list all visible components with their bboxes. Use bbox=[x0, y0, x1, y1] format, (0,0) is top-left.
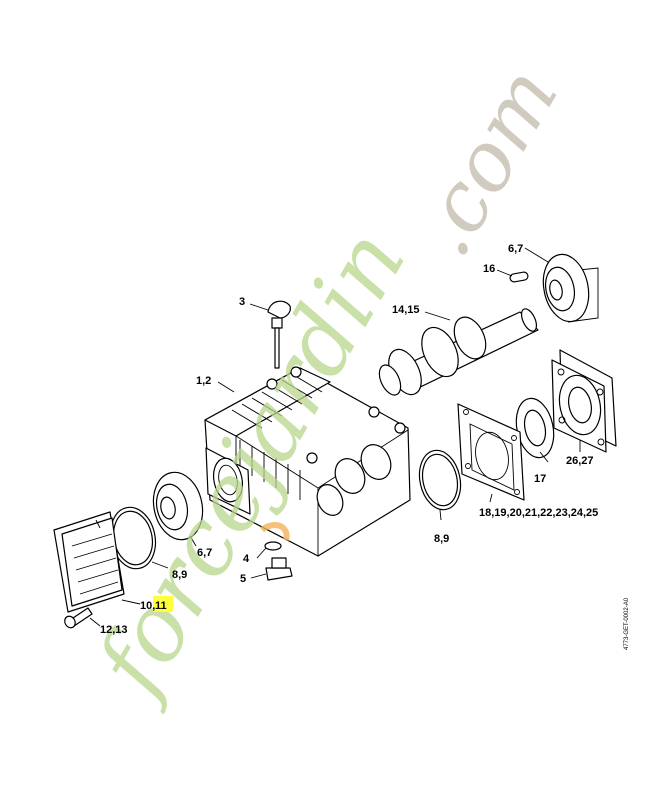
crankshaft-part bbox=[378, 308, 539, 396]
watermark: forcejardin .com bbox=[73, 52, 576, 716]
label-12-13: 12,13 bbox=[100, 624, 128, 636]
label-10: 10, bbox=[140, 600, 155, 612]
label-1-2: 1,2 bbox=[196, 375, 211, 387]
label-6-7-top: 6,7 bbox=[508, 243, 523, 255]
label-11: 11 bbox=[155, 600, 167, 612]
pump-housing-part bbox=[204, 366, 411, 557]
flange-cover-part bbox=[551, 349, 617, 453]
label-3: 3 bbox=[239, 296, 245, 308]
seal-ring-part bbox=[515, 397, 555, 459]
key-part bbox=[509, 271, 529, 283]
leader-lines bbox=[89, 247, 581, 627]
label-5: 5 bbox=[240, 573, 246, 585]
label-26-27: 26,27 bbox=[566, 455, 594, 467]
label-18-25: 18,19,20,21,22,23,24,25 bbox=[479, 507, 598, 519]
label-8-9-right: 8,9 bbox=[434, 533, 449, 545]
label-16: 16 bbox=[483, 263, 495, 275]
washer-part bbox=[264, 541, 282, 551]
drain-plug-part bbox=[265, 557, 293, 581]
watermark-orange-mark bbox=[260, 522, 290, 541]
side-cover-part bbox=[53, 511, 125, 613]
watermark-grey-text: .com bbox=[395, 52, 577, 272]
highlight-11 bbox=[153, 596, 173, 612]
label-17: 17 bbox=[534, 473, 546, 485]
label-4: 4 bbox=[243, 553, 250, 565]
drawing-code: 4773-GET-0002-A0 bbox=[624, 597, 630, 650]
label-14-15: 14,15 bbox=[392, 304, 420, 316]
dipstick-part bbox=[267, 300, 291, 369]
bearing-top-part bbox=[542, 253, 599, 323]
label-6-7-bottom: 6,7 bbox=[197, 547, 212, 559]
o-ring-left-part bbox=[109, 506, 157, 570]
label-8-9-left: 8,9 bbox=[172, 569, 187, 581]
gasket-part bbox=[457, 403, 525, 501]
bearing-left-part bbox=[152, 471, 204, 541]
o-ring-right-part bbox=[418, 449, 462, 511]
screw-part bbox=[64, 607, 93, 629]
